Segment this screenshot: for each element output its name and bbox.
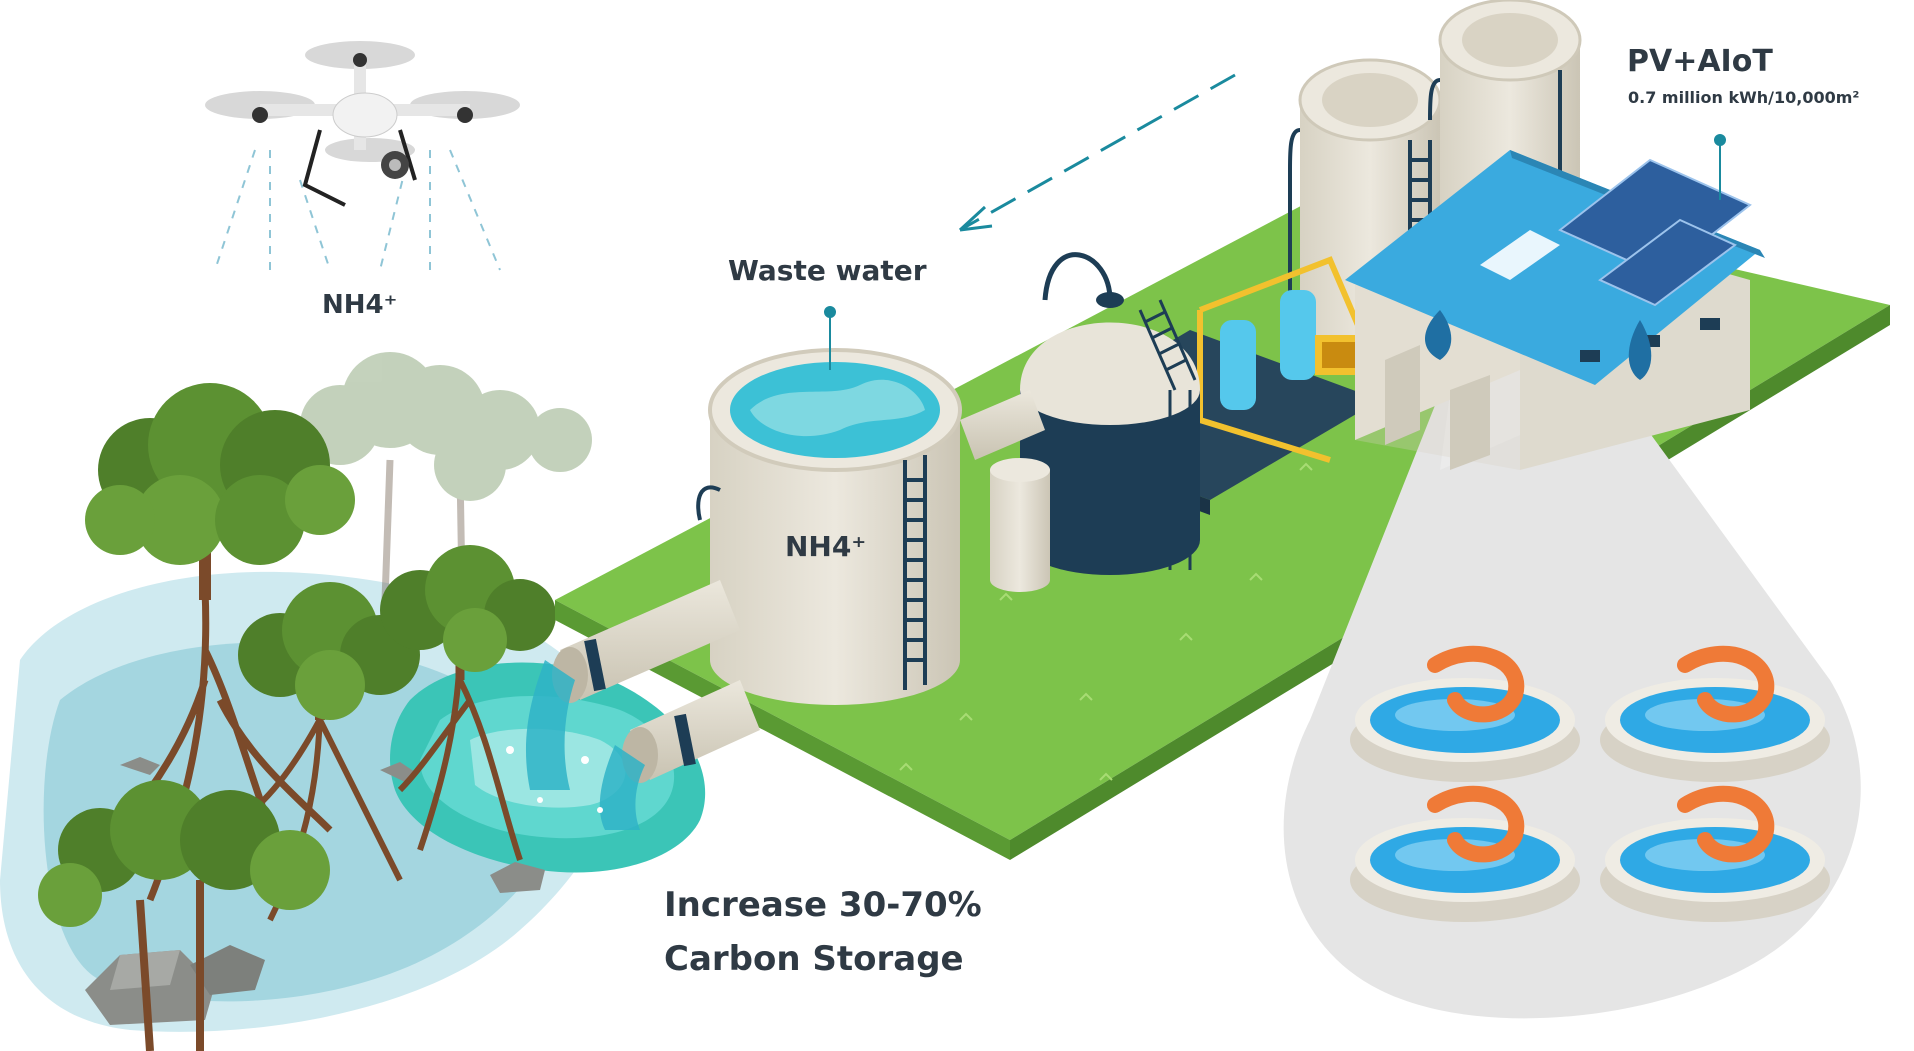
shrimp-pond-callout — [1283, 310, 1861, 1019]
mangrove-trees — [38, 352, 592, 1051]
carbon-storage-line-1: Increase 30-70% — [664, 885, 982, 925]
shrimp-tanks — [1350, 645, 1830, 922]
drone-spray — [214, 149, 501, 271]
shrimp-tank-3 — [1350, 785, 1580, 922]
shrimp-tank-4 — [1600, 785, 1830, 922]
outflow-pipes — [506, 580, 760, 830]
shrimp-tank-2 — [1600, 645, 1830, 782]
shrimp-tank-1 — [1350, 645, 1580, 782]
solar-building — [1345, 150, 1765, 470]
waste-water-label: Waste water — [728, 254, 927, 287]
pv-aiot-subtitle: 0.7 million kWh/10,000m² — [1628, 88, 1860, 107]
carbon-storage-line-2: Carbon Storage — [664, 939, 964, 979]
digester-tank — [990, 252, 1200, 592]
solar-panels — [1558, 158, 1752, 307]
waste-water-tank — [696, 348, 1045, 705]
carbon-storage-label: Increase 30-70% Carbon Storage — [664, 878, 982, 986]
flow-arrow — [958, 73, 1236, 232]
drone-nh4-label: NH4⁺ — [322, 290, 398, 320]
pv-aiot-title: PV+AIoT — [1627, 44, 1773, 79]
label-pins — [824, 134, 1726, 370]
drone — [205, 41, 520, 271]
tank-nh4-label: NH4⁺ — [785, 530, 867, 563]
